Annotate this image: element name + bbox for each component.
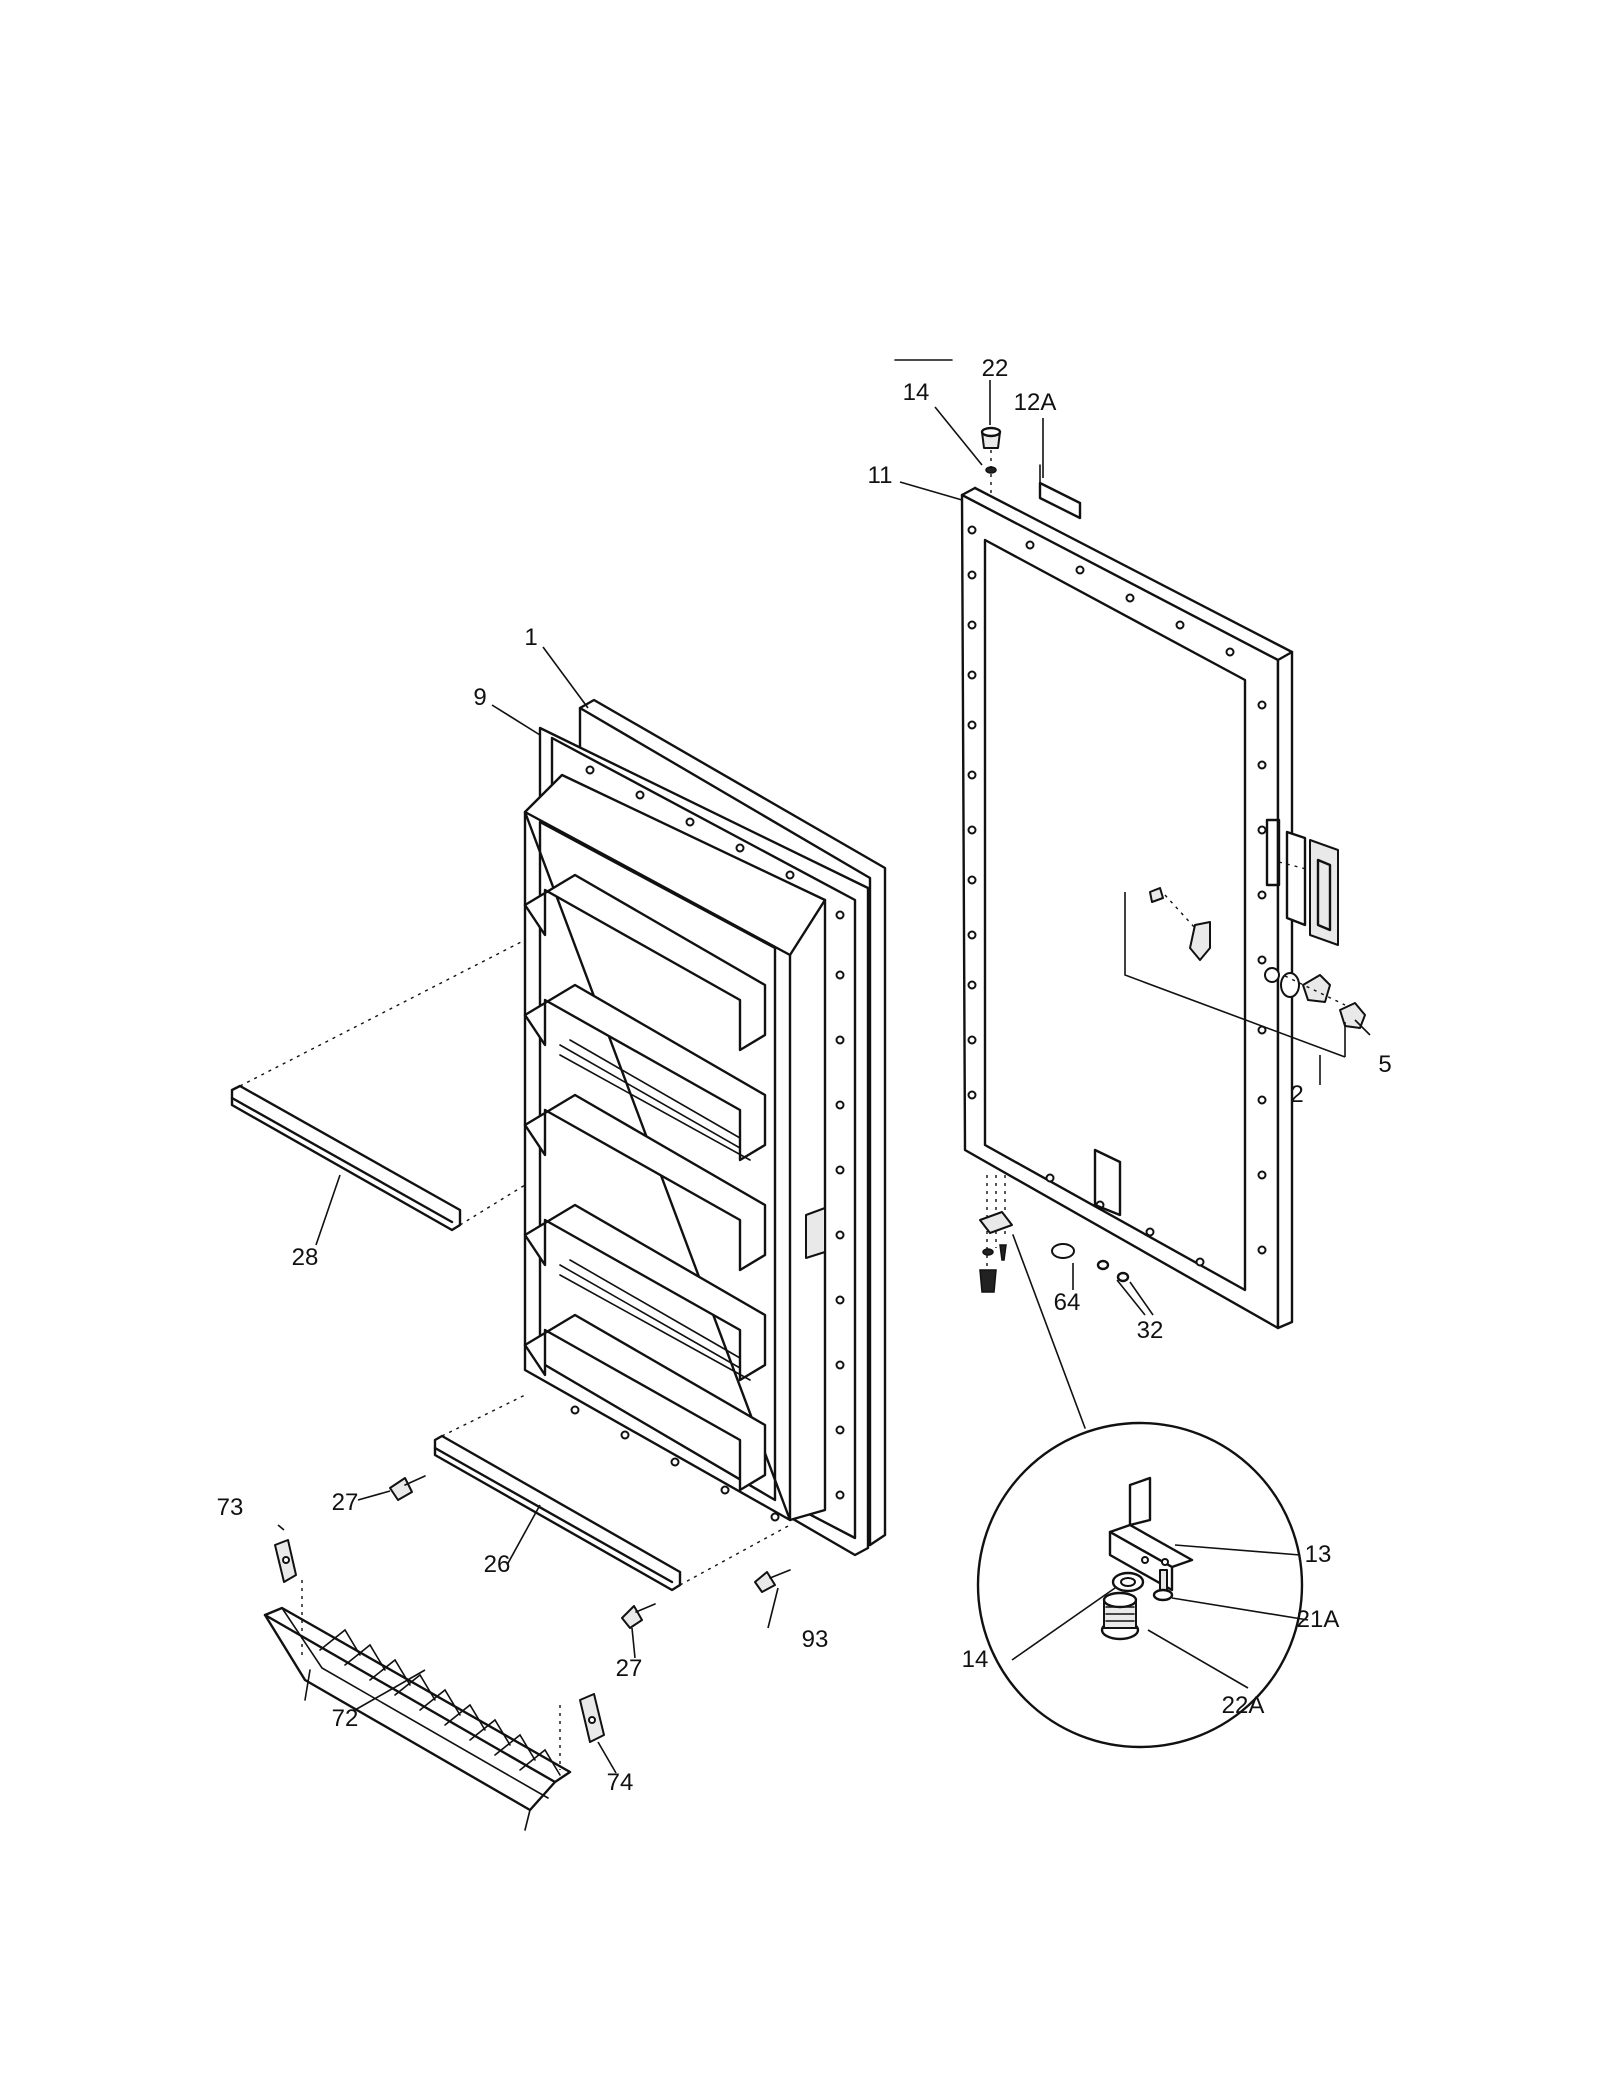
part-label-p12A: 12A	[1014, 389, 1057, 416]
part-label-p14_top: 14	[903, 379, 930, 406]
part-label-p13: 13	[1305, 1541, 1332, 1568]
panel-screw-holes	[967, 525, 1267, 1267]
shelf-rail-26	[433, 1394, 791, 1592]
part-label-p64: 64	[1054, 1289, 1081, 1316]
part-label-p27_upper: 27	[332, 1489, 359, 1516]
part-label-p27_lower: 27	[616, 1655, 643, 1682]
shelf-rail-28	[230, 939, 526, 1232]
part-label-p11: 11	[868, 462, 893, 489]
handle-assembly	[1124, 830, 1366, 1058]
part-label-p1: 1	[524, 624, 537, 651]
part-label-p2: 2	[1290, 1081, 1303, 1108]
can-rack	[263, 1580, 572, 1831]
part-label-p14_detail: 14	[962, 1646, 989, 1673]
hinge-parts	[979, 1175, 1130, 1429]
door-shelf-rails	[523, 873, 767, 1492]
door-liner-assembly	[523, 698, 887, 1557]
part-label-p22_top: 22	[982, 355, 1009, 382]
top-plug-and-washer	[980, 426, 1002, 495]
part-label-p26: 26	[484, 1551, 511, 1578]
rack-clips	[274, 1539, 605, 1743]
part-label-p73: 73	[217, 1494, 244, 1521]
push-pins	[389, 1475, 791, 1629]
part-label-p9: 9	[473, 684, 486, 711]
detail-view	[976, 1421, 1304, 1749]
outer-door-panel	[960, 486, 1294, 1330]
label-tag	[1038, 481, 1082, 520]
part-label-p5: 5	[1378, 1051, 1391, 1078]
part-label-p32: 32	[1137, 1317, 1164, 1344]
part-label-p22A: 22A	[1222, 1692, 1265, 1719]
part-label-p28: 28	[292, 1244, 319, 1271]
part-label-p74: 74	[607, 1769, 634, 1796]
leader-lines	[277, 380, 1371, 1774]
part-label-p21A: 21A	[1297, 1606, 1340, 1633]
part-label-p72: 72	[332, 1705, 359, 1732]
part-label-p93: 93	[802, 1626, 829, 1653]
